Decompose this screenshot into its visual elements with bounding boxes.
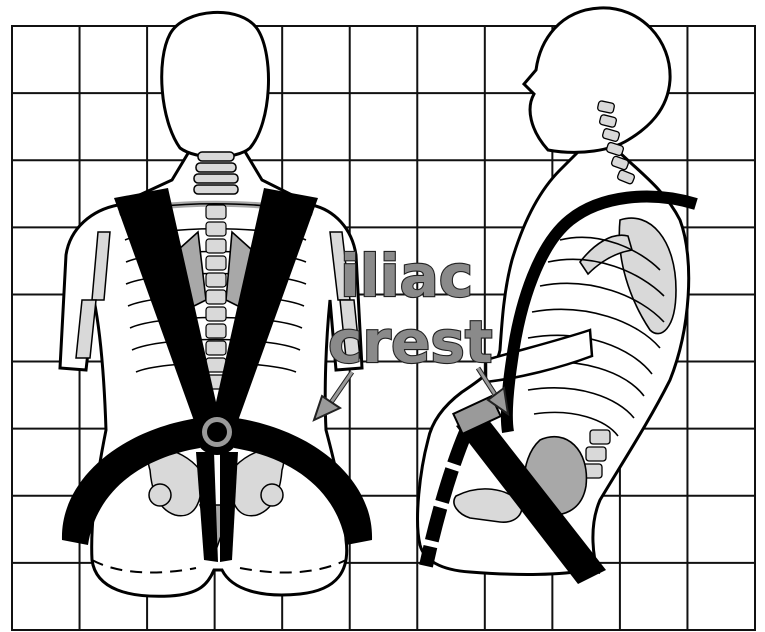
rear-thoracic-spine xyxy=(206,205,226,389)
label-word-crest: crest xyxy=(328,308,493,376)
label-word-iliac: iliac xyxy=(340,242,473,310)
rear-head xyxy=(162,12,269,157)
rear-buckle-ring-hole xyxy=(207,422,227,442)
